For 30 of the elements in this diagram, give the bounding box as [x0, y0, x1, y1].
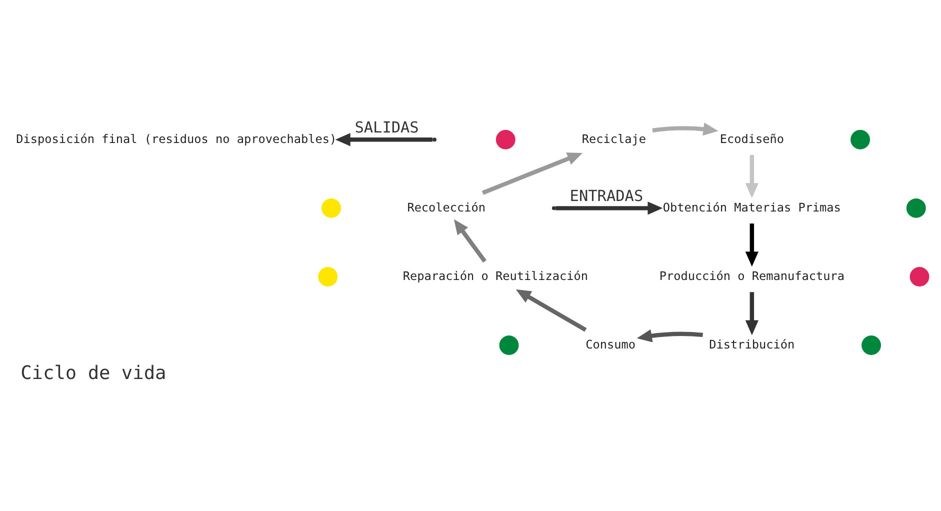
node-text: Reciclaje	[582, 131, 646, 146]
node-circle	[499, 335, 519, 355]
arrow	[454, 218, 487, 262]
arrow	[556, 201, 663, 214]
node-text: Producción o Remanufactura	[659, 268, 845, 282]
node-text: Recolección	[407, 200, 486, 214]
diagram-title: Ciclo de vida	[20, 362, 166, 384]
node-circle	[496, 129, 516, 149]
arrow	[482, 152, 582, 194]
node-circle	[910, 266, 930, 286]
node-circle	[322, 198, 341, 218]
node-text: Distribución	[709, 336, 795, 351]
node-circle	[862, 335, 881, 355]
arrow	[745, 292, 758, 335]
arrow	[652, 122, 718, 136]
node-text: Obtención Materias Primas	[662, 200, 841, 214]
arrow	[636, 328, 703, 342]
arrow	[745, 154, 758, 198]
node-text: Consumo	[586, 336, 636, 351]
node-circle	[906, 198, 926, 218]
edge-label: ENTRADAS	[570, 186, 644, 204]
arrow	[335, 132, 433, 146]
node-circle	[318, 266, 338, 286]
node-circle	[850, 129, 870, 149]
edge-label: SALIDAS	[354, 118, 419, 136]
arrow	[745, 223, 758, 266]
arrow	[516, 288, 587, 332]
node-text: Disposición final (residuos no aprovechables)	[16, 131, 337, 146]
node-text: Ecodiseño	[720, 131, 784, 146]
node-text: Reparación o Reutilización	[402, 268, 588, 282]
